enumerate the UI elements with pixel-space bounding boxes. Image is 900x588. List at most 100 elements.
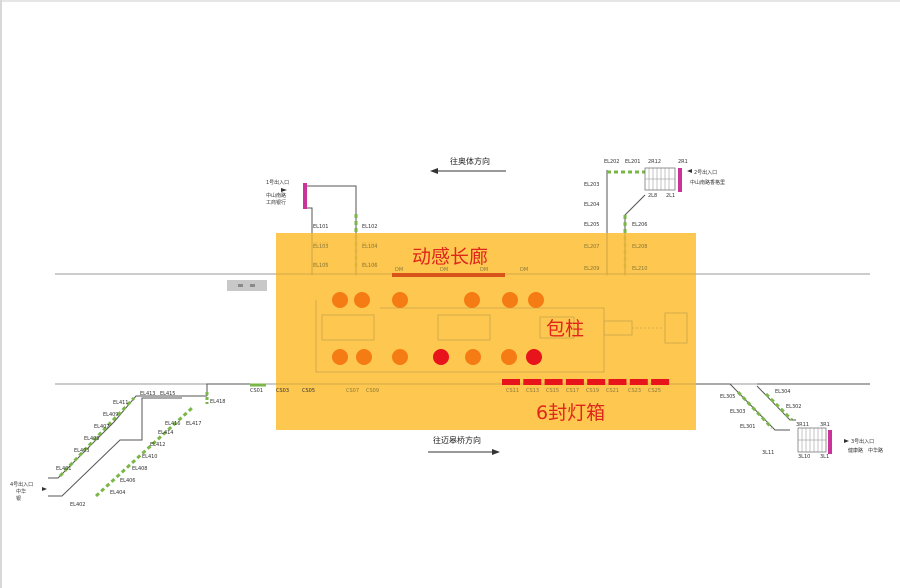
cs-label: CS09 xyxy=(366,388,379,394)
el-label: EL206 xyxy=(632,222,648,228)
el-label: EL412 xyxy=(150,442,166,448)
el-label: EL209 xyxy=(584,266,600,272)
pillar-dot xyxy=(464,292,480,308)
el-label: EL202 xyxy=(604,159,620,165)
lightbox-bars xyxy=(502,379,670,385)
el-label: EL413 xyxy=(140,391,156,397)
el-label: 3R11 xyxy=(796,422,809,428)
el-label: EL102 xyxy=(362,224,378,230)
stair-label: 2L8 xyxy=(648,193,657,199)
el-label: EL417 xyxy=(186,421,202,427)
el-label: EL104 xyxy=(362,244,378,250)
dm-label: DM xyxy=(480,267,488,273)
exit-1-gate xyxy=(303,183,307,209)
exit-1-line1: 中山南路 xyxy=(266,192,286,199)
arrow-right-icon xyxy=(492,449,500,455)
gray-block xyxy=(227,280,267,291)
stair-label: 2L1 xyxy=(666,193,675,199)
el-label: EL204 xyxy=(584,202,600,208)
exit-4: EL413 EL415 EL411 EL409 EL407 EL405 EL40… xyxy=(10,383,266,508)
el-label: EL106 xyxy=(362,263,378,269)
gray-block-mark xyxy=(238,284,243,287)
el-label: EL401 xyxy=(56,466,72,472)
concourse-labels: EL103 EL104 EL105 EL106 EL207 EL208 EL20… xyxy=(313,244,648,273)
el-label: EL414 xyxy=(158,430,174,436)
direction-top-label: 往奥体方向 xyxy=(450,156,490,166)
stairs-green xyxy=(764,392,794,422)
exit-2-stairs xyxy=(644,167,676,191)
dm-label: DM xyxy=(520,267,528,273)
arrow-right-icon xyxy=(844,439,849,443)
lightbox-bar xyxy=(523,379,542,385)
stairs-green xyxy=(58,396,136,478)
pillar-dot xyxy=(356,349,372,365)
el-label: EL101 xyxy=(313,224,329,230)
el-label: 2R1 xyxy=(678,159,688,165)
stairs-green xyxy=(736,390,774,430)
el-label: 3R1 xyxy=(820,422,830,428)
el-label: EL304 xyxy=(775,389,791,395)
cs-label: CS17 xyxy=(566,388,579,394)
stairs-green xyxy=(94,406,194,498)
dm-label: DM xyxy=(395,267,403,273)
el-label: EL410 xyxy=(142,454,158,460)
exit-3-line1: 健康路 xyxy=(848,447,863,454)
cs-label: CS05 xyxy=(302,388,315,394)
exit-3-line2: 中华路 xyxy=(868,447,883,454)
el-label: EL207 xyxy=(584,244,600,250)
el-label: EL303 xyxy=(730,409,746,415)
cs-label: CS19 xyxy=(586,388,599,394)
frame-top-border xyxy=(0,0,900,2)
exit-4-name: 4号出入口 xyxy=(10,481,33,488)
pillar-dot xyxy=(392,292,408,308)
el-label: EL418 xyxy=(210,399,226,405)
el-label: EL301 xyxy=(740,424,756,430)
exit-2-gate xyxy=(678,168,682,192)
lightbox-bar xyxy=(608,379,627,385)
cs-label: CS11 xyxy=(506,388,519,394)
exit-4-line1: 中华 xyxy=(16,488,26,495)
cs-label: CS01 xyxy=(250,388,263,394)
el-label: EL203 xyxy=(584,182,600,188)
direction-top: 往奥体方向 xyxy=(430,156,506,174)
frame-left-border xyxy=(0,0,2,588)
pillar-dot xyxy=(526,349,542,365)
el-label: EL407 xyxy=(94,424,110,430)
arrow-right-icon xyxy=(42,487,47,491)
lightbox-bar xyxy=(544,379,563,385)
pillar-dots xyxy=(332,292,544,365)
lightbox-bar xyxy=(651,379,670,385)
gray-block-mark xyxy=(250,284,255,287)
el-label: EL409 xyxy=(103,412,119,418)
exit-3-name: 3号出入口 xyxy=(851,438,874,445)
pillar-dot xyxy=(433,349,449,365)
corridor-bar xyxy=(392,273,505,277)
lightbox-bar xyxy=(502,379,520,385)
el-label: EL405 xyxy=(84,436,100,442)
el-label: EL408 xyxy=(132,466,148,472)
exit-2-line1: 中山南路香格里 xyxy=(690,179,725,186)
pillar-dot xyxy=(332,292,348,308)
dm-label: DM xyxy=(440,267,448,273)
exit-3-stairs xyxy=(797,427,827,453)
cs-label: CS07 xyxy=(346,388,359,394)
el-label: EL105 xyxy=(313,263,329,269)
el-label: EL403 xyxy=(74,448,90,454)
direction-bottom-label: 往迈皋桥方向 xyxy=(433,435,481,445)
pillar-dot xyxy=(465,349,481,365)
pillar-dot xyxy=(332,349,348,365)
exit-3-gate xyxy=(828,430,832,454)
arrow-right-icon xyxy=(281,188,287,192)
lightbox-label: 6封灯箱 xyxy=(536,402,605,424)
pillar-label: 包柱 xyxy=(546,318,584,340)
el-label: EL406 xyxy=(120,478,136,484)
el-label: 2R12 xyxy=(648,159,661,165)
el-label: EL302 xyxy=(786,404,802,410)
el-label: 3L1 xyxy=(820,454,829,460)
pillar-dot xyxy=(354,292,370,308)
cs-label: CS15 xyxy=(546,388,559,394)
cs-label: CS13 xyxy=(526,388,539,394)
